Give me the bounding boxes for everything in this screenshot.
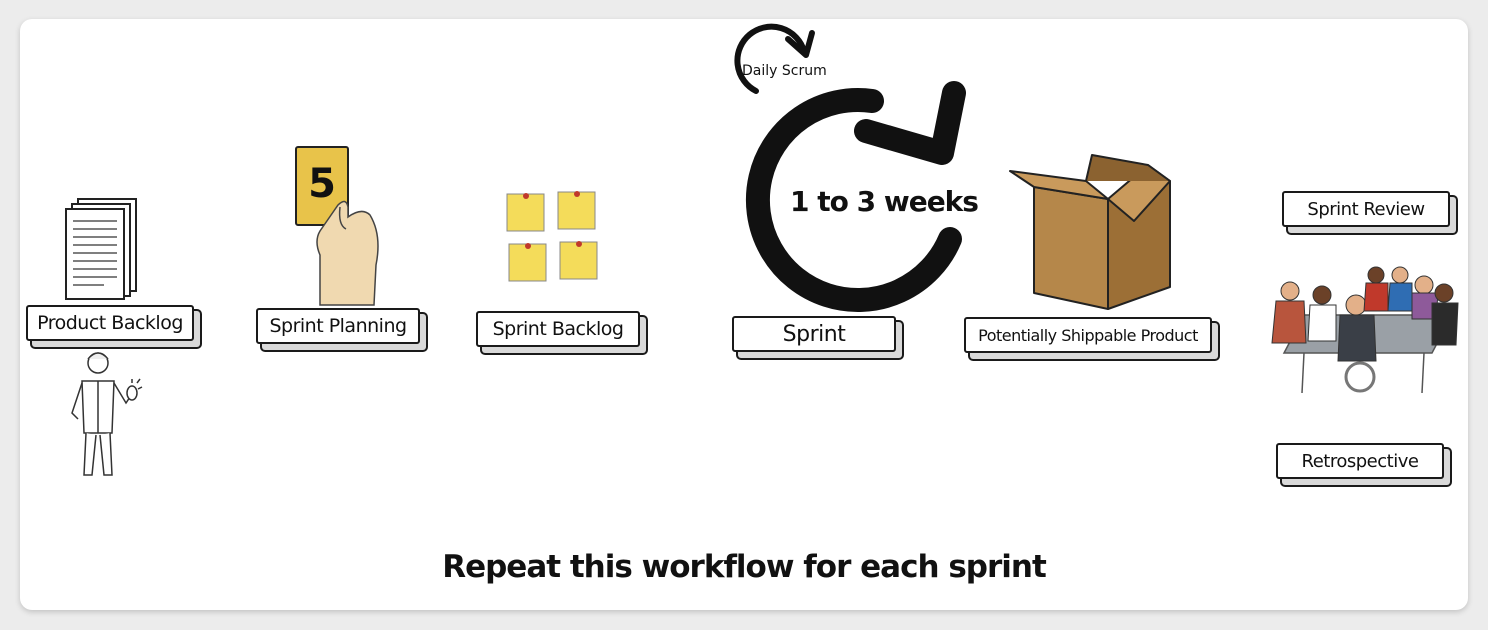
- label-product-backlog: Product Backlog: [26, 305, 194, 341]
- team-meeting-icon: [1271, 266, 1459, 394]
- label-sprint-review: Sprint Review: [1282, 191, 1450, 227]
- sprint-cycle-icon: [745, 81, 966, 312]
- label-sprint: Sprint: [732, 316, 896, 352]
- footer-caption: Repeat this workflow for each sprint: [442, 549, 1047, 585]
- label-potentially-shippable-product: Potentially Shippable Product: [964, 317, 1212, 353]
- daily-scrum-label: Daily Scrum: [742, 63, 827, 79]
- planning-card-hand-icon: 5: [295, 146, 379, 306]
- label-sprint-planning: Sprint Planning: [256, 308, 420, 344]
- slide-canvas: Product Backlog 5 Sprint Planning Sprint…: [20, 19, 1468, 610]
- sticky-notes-icon: [506, 191, 598, 282]
- product-owner-figure-icon: [71, 352, 143, 476]
- planning-card-number: 5: [308, 161, 336, 207]
- label-retrospective: Retrospective: [1276, 443, 1444, 479]
- documents-icon: [65, 198, 137, 300]
- daily-scrum-cycle-icon: [734, 23, 815, 94]
- shippable-box-icon: [1009, 154, 1171, 310]
- sprint-duration-label: 1 to 3 weeks: [790, 185, 979, 218]
- label-sprint-backlog: Sprint Backlog: [476, 311, 640, 347]
